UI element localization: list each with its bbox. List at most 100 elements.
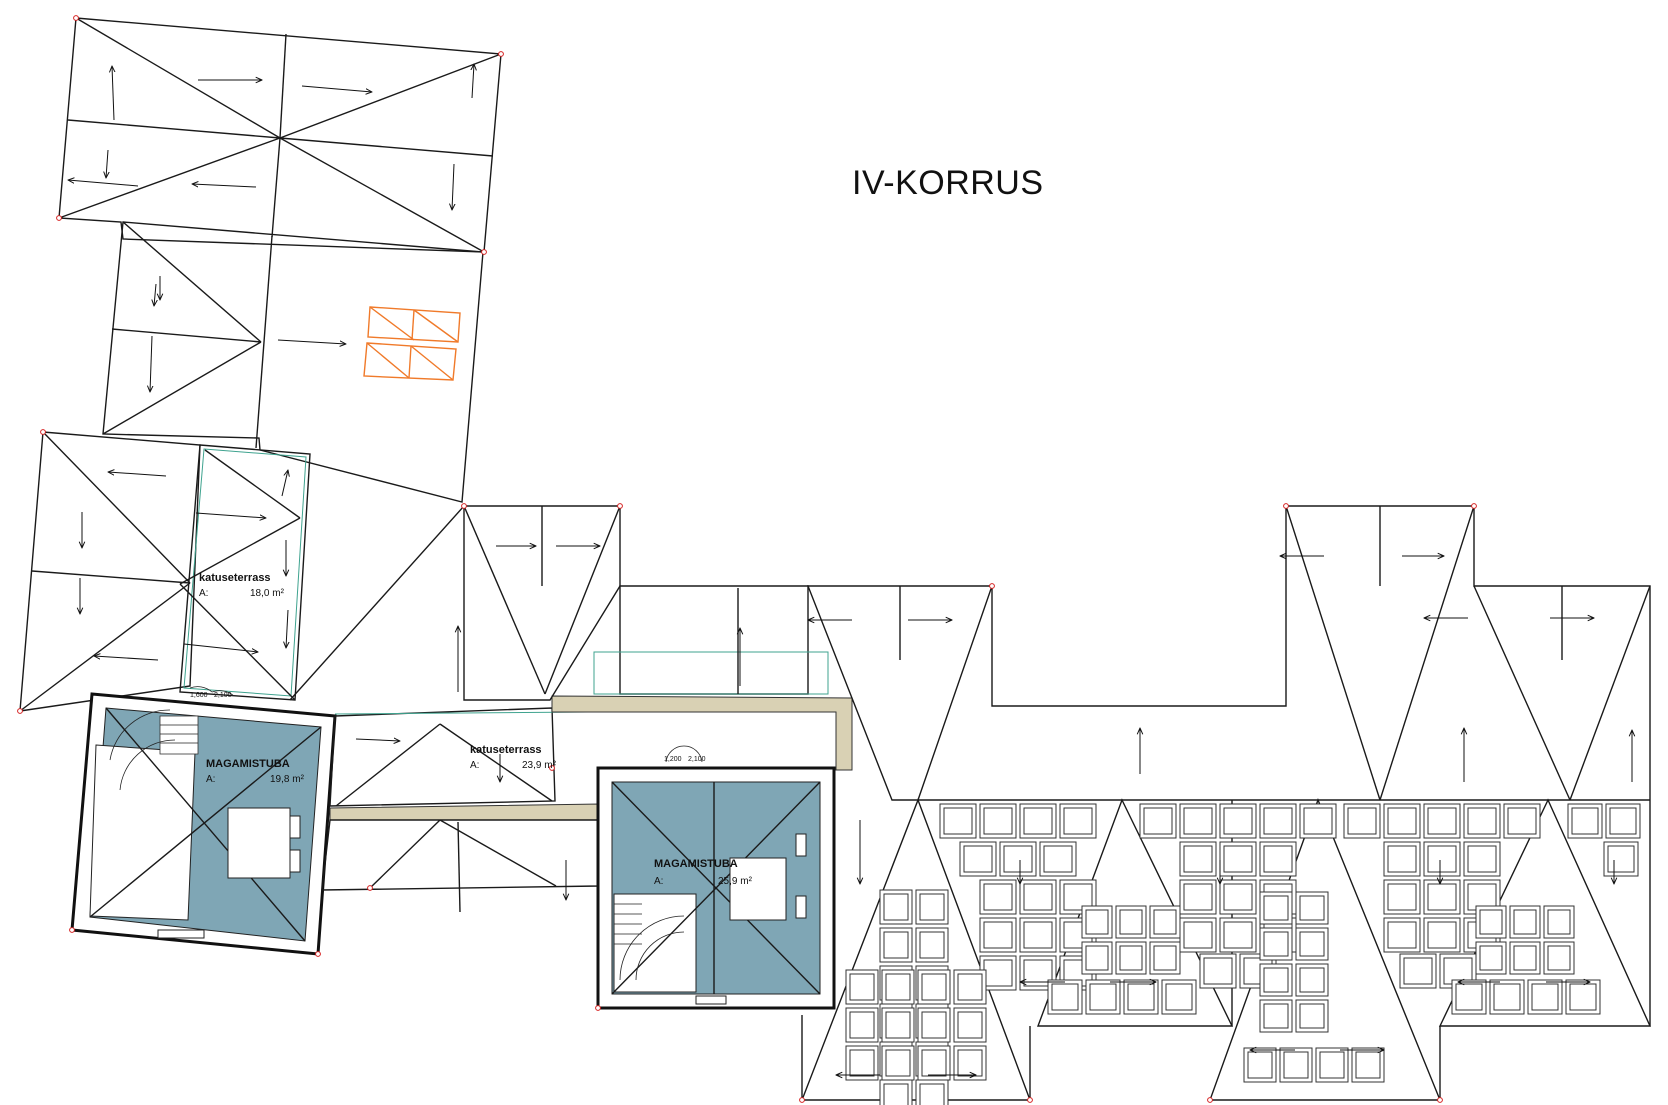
- vertex-marker-icon: [1471, 503, 1477, 509]
- roof-block-middle-left: [102, 221, 484, 503]
- room-area-value-bedroom-1: 19,8 m²: [270, 774, 304, 785]
- roof-panel-inner: [1223, 921, 1253, 949]
- roof-panel-inner: [1547, 945, 1571, 971]
- slope-arrows: [68, 64, 1632, 1075]
- roof-panel-inner: [1427, 883, 1457, 911]
- vertex-marker-icon: [1283, 503, 1289, 509]
- room-area-label-bedroom-2: A:: [654, 876, 664, 887]
- vertex-marker-icon: [461, 503, 467, 509]
- door-dim-width-2: 1,200: [664, 756, 682, 763]
- center-bedroom: [596, 745, 836, 1010]
- roof-panel-inner: [885, 1011, 911, 1039]
- roof-panel-inner: [1507, 807, 1537, 835]
- arrow-icon: [192, 184, 257, 187]
- roof-panel-inner: [983, 807, 1013, 835]
- roof-panel-inner: [1085, 909, 1109, 935]
- roof-panel-inner: [1247, 1051, 1273, 1079]
- roof-panel-inner: [983, 883, 1013, 911]
- roof-panel-inner: [1283, 1051, 1309, 1079]
- roof-panel-inner: [1023, 921, 1053, 949]
- roof-panel-inner: [1513, 945, 1537, 971]
- vertex-marker-icon: [989, 583, 995, 589]
- arrow-icon: [286, 609, 288, 648]
- room-name-bedroom-2: MAGAMISTUBA: [654, 858, 738, 870]
- arrow-icon: [150, 335, 152, 392]
- roof-panel-inner: [1319, 1051, 1345, 1079]
- roof-panel-inner: [885, 1049, 911, 1077]
- roof-panel-inner: [1547, 909, 1571, 935]
- roof-panel-inner: [1569, 983, 1597, 1011]
- roof-panel-inner: [1127, 983, 1155, 1011]
- vertex-markers: [17, 15, 1477, 1103]
- roof-panel-inner: [1531, 983, 1559, 1011]
- roof-panel-inner: [1183, 845, 1213, 873]
- vertex-marker-icon: [498, 51, 504, 57]
- roof-panel-inner: [1063, 807, 1093, 835]
- roof-panel-inner: [1223, 807, 1253, 835]
- arrow-icon: [195, 512, 266, 518]
- roof-panel-inner: [1043, 845, 1073, 873]
- roof-panel-inner: [1183, 883, 1213, 911]
- roof-panel-inner: [1183, 807, 1213, 835]
- roof-panel-inner: [1479, 945, 1503, 971]
- roof-panel-inner: [1263, 1003, 1289, 1029]
- roof-panel-inner: [1427, 921, 1457, 949]
- roof-panel-inner: [883, 893, 909, 921]
- roof-panel-inner: [1303, 807, 1333, 835]
- vertex-marker-icon: [73, 15, 79, 21]
- door-dim-height-2: 2,100: [688, 756, 706, 763]
- roof-panel-inner: [849, 1011, 875, 1039]
- vertex-marker-icon: [481, 249, 487, 255]
- roof-panel-inner: [919, 1083, 945, 1105]
- room-area-value-bedroom-2: 25,9 m²: [718, 876, 752, 887]
- roof-panel-inner: [1387, 921, 1417, 949]
- arrow-icon: [154, 283, 156, 306]
- roof-panel-inner: [1153, 909, 1177, 935]
- vertex-marker-icon: [315, 951, 321, 957]
- roof-panel-inner: [1023, 807, 1053, 835]
- roof-panel-grid: [845, 803, 1641, 1105]
- roof-panel-inner: [1051, 983, 1079, 1011]
- skylight-window-icon: [363, 306, 461, 381]
- roof-panel-inner: [1223, 845, 1253, 873]
- roof-panel-inner: [1119, 909, 1143, 935]
- roof-panel-inner: [1387, 883, 1417, 911]
- roof-panel-inner: [1467, 807, 1497, 835]
- roof-panel-inner: [1203, 957, 1233, 985]
- vertex-marker-icon: [17, 708, 23, 714]
- vertex-marker-icon: [1437, 1097, 1443, 1103]
- room-area-label-terrace-1: A:: [199, 588, 209, 599]
- arrow-icon: [108, 472, 167, 477]
- vertex-marker-icon: [40, 429, 46, 435]
- roof-panel-inner: [1347, 807, 1377, 835]
- roof-panel-inner: [1263, 967, 1289, 993]
- roof-panel-inner: [921, 1011, 947, 1039]
- roof-panel-inner: [957, 973, 983, 1001]
- bed-icon: [729, 833, 807, 921]
- roof-panel-inner: [919, 893, 945, 921]
- roof-panel-inner: [883, 1083, 909, 1105]
- roof-panel-inner: [1467, 845, 1497, 873]
- room-name-terrace-2: katuseterrass: [470, 744, 542, 756]
- roof-panel-inner: [885, 973, 911, 1001]
- door-swing-icon: [189, 686, 235, 697]
- roof-panel-inner: [957, 1049, 983, 1077]
- vertex-marker-icon: [799, 1097, 805, 1103]
- room-area-label-bedroom-1: A:: [206, 774, 216, 785]
- roof-panel-inner: [1609, 807, 1637, 835]
- floor-title: IV-KORRUS: [852, 164, 1044, 202]
- vertex-marker-icon: [617, 503, 623, 509]
- stair-icon: [614, 903, 685, 981]
- roof-panel-inner: [883, 931, 909, 959]
- roof-panel-inner: [1089, 983, 1117, 1011]
- roof-panel-inner: [1165, 983, 1193, 1011]
- roof-panel-inner: [1023, 883, 1053, 911]
- roof-panel-inner: [1455, 983, 1483, 1011]
- arrow-icon: [301, 85, 372, 92]
- roof-panel-inner: [943, 807, 973, 835]
- roof-panel-inner: [1403, 957, 1433, 985]
- roof-panel-inner: [1143, 807, 1173, 835]
- arrow-icon: [106, 149, 108, 178]
- roof-panel-inner: [1263, 845, 1293, 873]
- roof-panel-inner: [1263, 807, 1293, 835]
